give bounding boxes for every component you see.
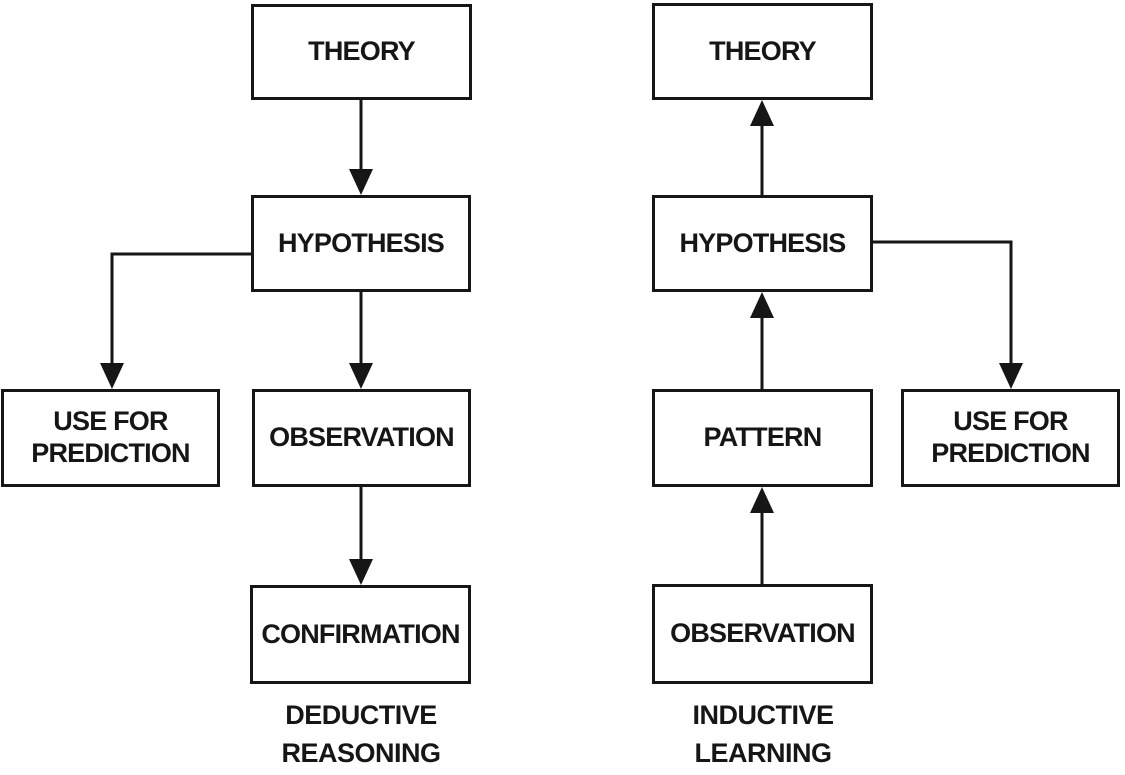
title-deductive-line1: DEDUCTIVE	[285, 700, 437, 730]
title-deductive-line2: REASONING	[281, 738, 441, 768]
title-deductive-reasoning: DEDUCTIVE REASONING	[231, 696, 491, 772]
title-inductive-line1: INDUCTIVE	[692, 700, 834, 730]
node-theory-inductive: THEORY	[652, 3, 873, 100]
title-inductive-learning: INDUCTIVE LEARNING	[633, 696, 893, 772]
arrowhead-down-icon	[349, 363, 373, 389]
node-confirmation-deductive: CONFIRMATION	[250, 585, 471, 684]
arrowhead-down-icon	[100, 363, 124, 389]
node-use-for-prediction-deductive: USE FOR PREDICTION	[1, 389, 220, 487]
arrow-hypothesis-to-prediction-right-line	[873, 240, 1013, 364]
arrowhead-up-icon	[750, 487, 774, 513]
title-inductive-line2: LEARNING	[694, 738, 833, 768]
node-theory-deductive: THEORY	[251, 4, 472, 100]
node-hypothesis-inductive: HYPOTHESIS	[652, 195, 873, 292]
node-observation-deductive: OBSERVATION	[252, 389, 471, 487]
arrowhead-up-icon	[750, 292, 774, 318]
node-pattern-inductive: PATTERN	[652, 389, 873, 487]
arrow-hypothesis-to-prediction-left-line	[110, 252, 251, 364]
node-hypothesis-deductive: HYPOTHESIS	[251, 195, 471, 292]
arrowhead-up-icon	[750, 100, 774, 126]
arrowhead-down-icon	[349, 169, 373, 195]
arrowhead-down-icon	[349, 559, 373, 585]
arrowhead-down-icon	[999, 363, 1023, 389]
node-use-for-prediction-inductive: USE FOR PREDICTION	[901, 389, 1120, 487]
node-observation-inductive: OBSERVATION	[652, 584, 873, 684]
